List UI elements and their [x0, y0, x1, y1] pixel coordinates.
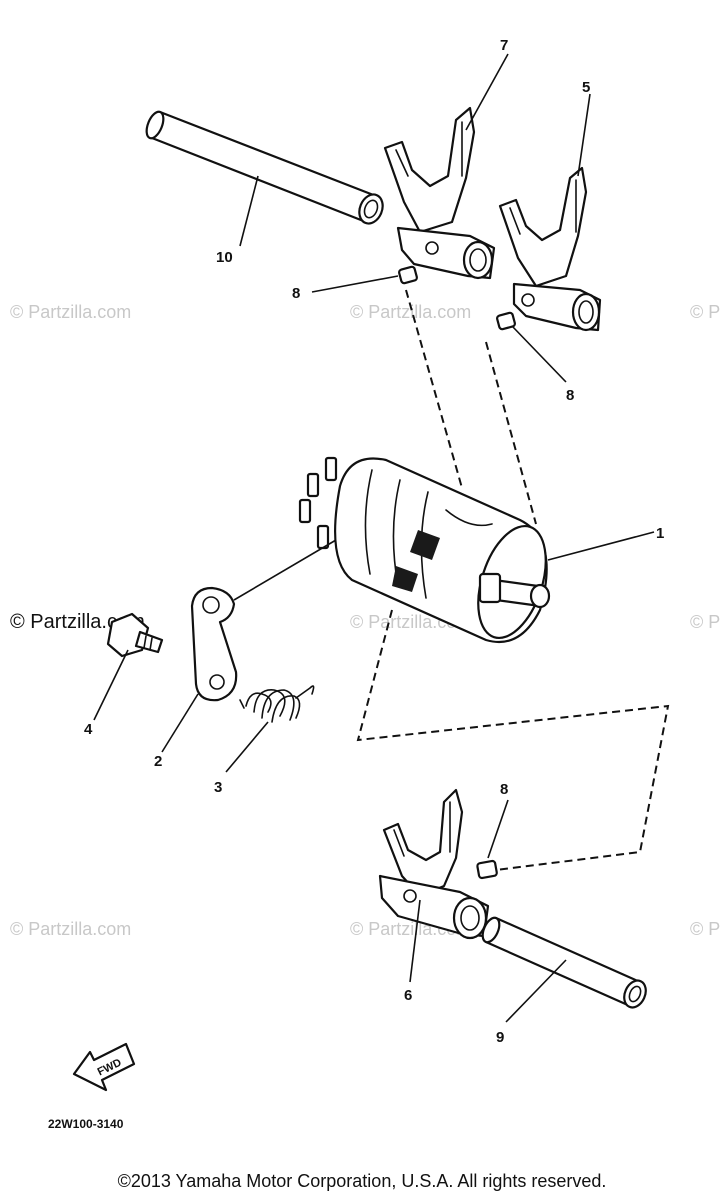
callout-4: 4 [84, 721, 93, 738]
callout-8: 8 [566, 387, 574, 404]
callouts: 7 5 10 8 8 1 4 2 3 8 6 9 [84, 37, 664, 1046]
watermark: © Partzilla.com [10, 302, 131, 322]
callout-6: 6 [404, 987, 412, 1004]
callout-7: 7 [500, 37, 508, 54]
copyright-notice: ©2013 Yamaha Motor Corporation, U.S.A. A… [118, 1171, 607, 1191]
watermark: © P [690, 919, 720, 939]
callout-9: 9 [496, 1029, 504, 1046]
watermark: © Partzilla.com [350, 302, 471, 322]
leader-lines [93, 53, 655, 1023]
part-5-shift-fork [498, 166, 602, 332]
part-6-shift-fork [378, 788, 490, 940]
part-9-guide-bar [481, 916, 647, 1009]
part-3-spring [239, 685, 315, 723]
part-7-shift-fork [383, 106, 496, 280]
part-8-pin-lower [476, 859, 498, 880]
callout-2: 2 [154, 753, 162, 770]
callout-10: 10 [216, 249, 233, 266]
part-2-stopper-plate [190, 586, 238, 702]
part-8-pin-upper-left [398, 265, 418, 285]
watermark: © Partzilla.com [10, 919, 131, 939]
diagram-code: 22W100-3140 [48, 1117, 124, 1131]
watermark: © P [690, 302, 720, 322]
fwd-arrow-icon: FWD [72, 1042, 136, 1092]
part-1-shift-cam [298, 456, 551, 644]
callout-8: 8 [500, 781, 508, 798]
callout-5: 5 [582, 79, 590, 96]
part-8-pin-upper-right [496, 311, 516, 331]
part-4-bolt [106, 612, 164, 658]
callout-3: 3 [214, 779, 222, 796]
callout-8: 8 [292, 285, 300, 302]
part-10-guide-bar [145, 110, 384, 225]
callout-1: 1 [656, 525, 664, 542]
alignment-lines [356, 289, 670, 871]
watermark: © P [690, 612, 720, 632]
